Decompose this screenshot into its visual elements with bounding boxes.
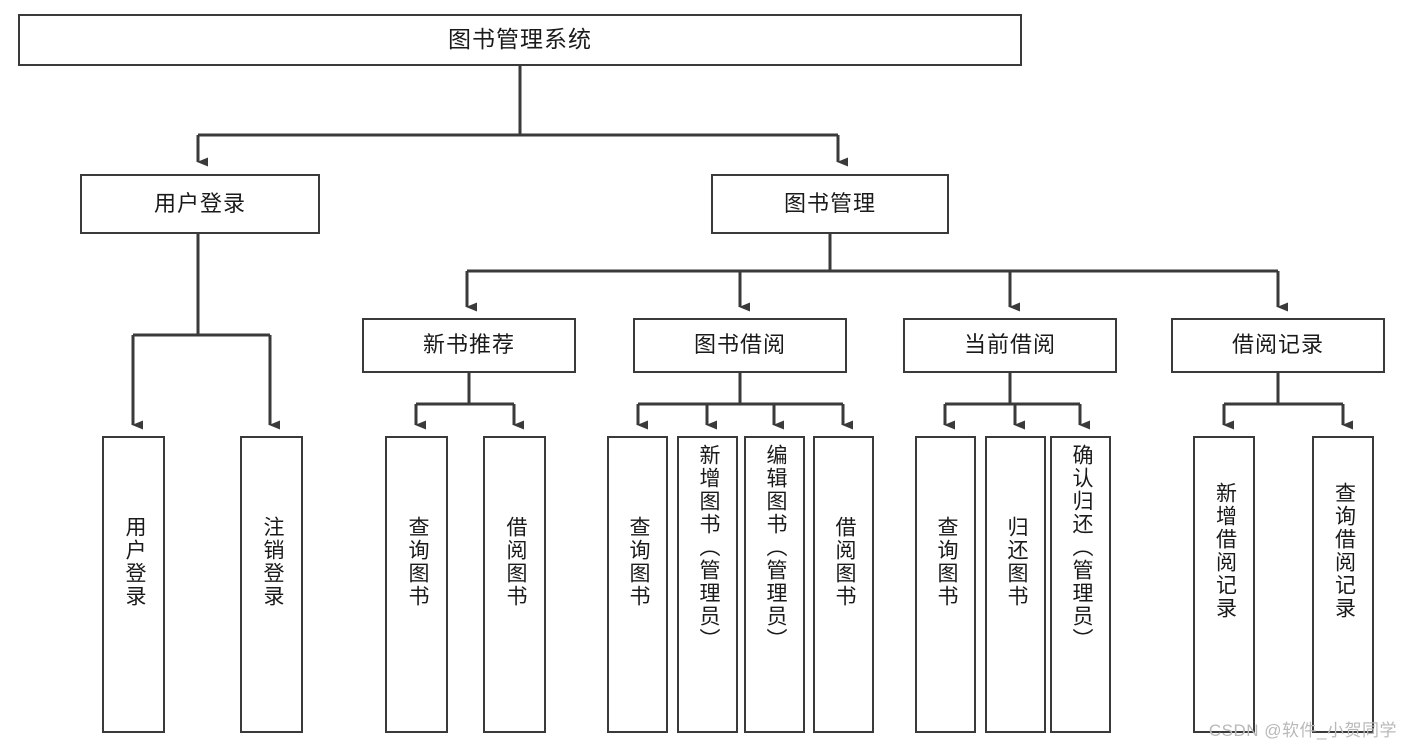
node-book-borrow[interactable]: 图书借阅	[633, 318, 847, 373]
node-label: 图书借阅	[693, 332, 786, 358]
leaf-book-borrow-edit-book-admin[interactable]: 编辑图书（管理员）	[744, 436, 805, 733]
node-current-borrow[interactable]: 当前借阅	[903, 318, 1117, 373]
leaf-label: 查询图书	[405, 516, 429, 608]
node-label: 图书管理	[783, 190, 876, 216]
leaf-current-borrow-confirm-return-admin[interactable]: 确认归还（管理员）	[1050, 436, 1111, 733]
leaf-label: 查询借阅记录	[1332, 482, 1356, 620]
leaf-label: 新增借阅记录	[1213, 482, 1237, 620]
leaf-book-borrow-add-book-admin[interactable]: 新增图书（管理员）	[677, 436, 738, 733]
leaf-new-book-borrow-book[interactable]: 借阅图书	[483, 436, 546, 733]
leaf-book-borrow-query-book[interactable]: 查询图书	[607, 436, 668, 733]
leaf-label: 新增图书（管理员）	[696, 444, 720, 651]
node-book-management[interactable]: 图书管理	[711, 174, 949, 234]
leaf-user-login-logout[interactable]: 注销登录	[240, 436, 303, 733]
leaf-label: 注销登录	[260, 516, 284, 608]
node-root-system[interactable]: 图书管理系统	[18, 14, 1022, 66]
leaf-label: 归还图书	[1004, 516, 1028, 608]
leaf-label: 借阅图书	[832, 516, 856, 608]
node-borrow-record[interactable]: 借阅记录	[1171, 318, 1385, 373]
node-label: 当前借阅	[963, 332, 1056, 358]
leaf-label: 用户登录	[122, 516, 146, 608]
leaf-label: 查询图书	[934, 516, 958, 608]
node-label: 用户登录	[153, 190, 246, 216]
leaf-borrow-record-query-record[interactable]: 查询借阅记录	[1312, 436, 1374, 733]
csdn-watermark: CSDN @软件_小贺同学	[1208, 721, 1397, 740]
leaf-borrow-record-add-record[interactable]: 新增借阅记录	[1193, 436, 1255, 733]
leaf-label: 编辑图书（管理员）	[763, 444, 787, 651]
leaf-label: 借阅图书	[503, 516, 527, 608]
node-user-login[interactable]: 用户登录	[80, 174, 320, 234]
leaf-user-login-login[interactable]: 用户登录	[102, 436, 165, 733]
leaf-label: 查询图书	[626, 516, 650, 608]
leaf-current-borrow-return-book[interactable]: 归还图书	[985, 436, 1046, 733]
leaf-label: 确认归还（管理员）	[1069, 444, 1093, 651]
node-label: 借阅记录	[1231, 332, 1324, 358]
leaf-new-book-query-book[interactable]: 查询图书	[385, 436, 448, 733]
node-label: 新书推荐	[422, 332, 515, 358]
leaf-book-borrow-borrow-book[interactable]: 借阅图书	[813, 436, 874, 733]
node-label: 图书管理系统	[448, 26, 592, 53]
leaf-current-borrow-query-book[interactable]: 查询图书	[915, 436, 976, 733]
node-new-book-recommend[interactable]: 新书推荐	[362, 318, 576, 373]
